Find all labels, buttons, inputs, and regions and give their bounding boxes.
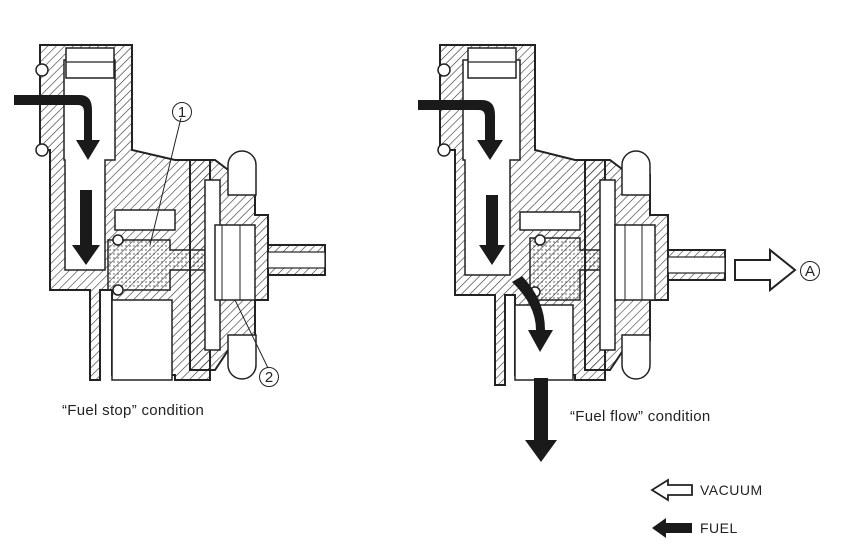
- fuel-arrow-down-right: [479, 195, 505, 265]
- vacuum-legend-icon: [650, 478, 693, 502]
- legend: [650, 478, 693, 538]
- fuel-arrow-inlet-left: [14, 95, 100, 160]
- fuel-legend-icon: [652, 518, 692, 538]
- vacuum-arrow-right: [734, 247, 797, 293]
- legend-fuel-label: FUEL: [700, 520, 738, 536]
- legend-vacuum-label: VACUUM: [700, 482, 763, 498]
- fuel-arrow-down-left: [72, 190, 100, 265]
- fuel-arrow-inlet-right: [418, 100, 503, 160]
- callout-2: 2: [259, 367, 279, 387]
- inlet-chamber-right: [462, 59, 521, 276]
- callout-a: A: [800, 261, 820, 281]
- caption-fuel-stop: “Fuel stop” condition: [62, 402, 205, 419]
- top-insert-left: [65, 47, 115, 79]
- fuel-flow-valve: [418, 44, 797, 462]
- fuel-arrow-bend-right: [512, 276, 553, 352]
- inlet-chamber-left: [63, 59, 116, 271]
- callout-1: 1: [172, 102, 192, 122]
- caption-fuel-flow: “Fuel flow” condition: [570, 408, 711, 425]
- outlet-left: [111, 299, 173, 381]
- fuel-arrow-outlet-right: [525, 378, 557, 462]
- fuel-stop-valve: [14, 44, 326, 381]
